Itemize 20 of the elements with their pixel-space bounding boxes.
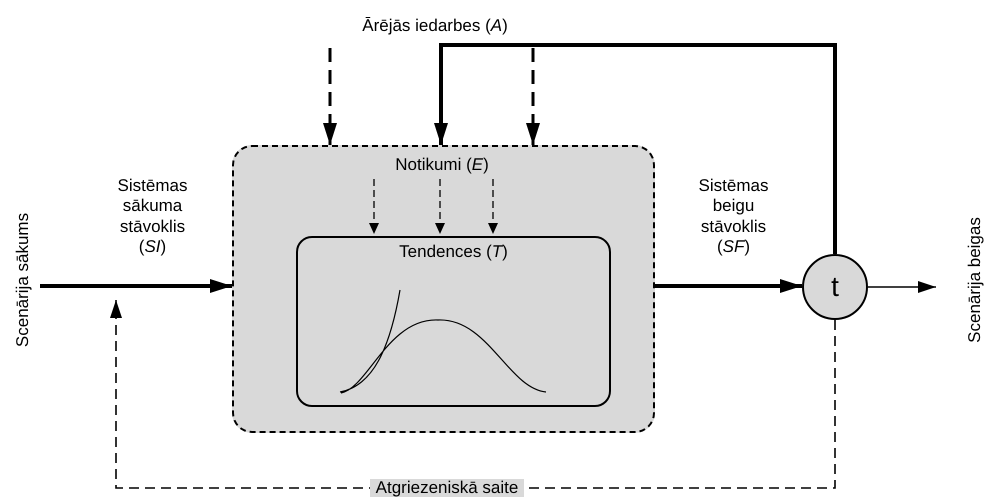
node-label: Ārējās iedarbes (A): [361, 16, 509, 36]
arrow: [655, 279, 802, 293]
time-label: t: [831, 271, 839, 303]
node-label: Notikumi (E): [394, 155, 490, 175]
arrow: [868, 281, 936, 293]
arrow: [323, 48, 337, 145]
system-box: [232, 145, 655, 433]
edge-label: Atgriezeniskā saite: [370, 479, 524, 497]
arrow: [435, 179, 445, 234]
edge-label: Sistēmas sākuma stāvoklis (SI): [116, 176, 188, 258]
node-label: Scenārija beigas: [965, 217, 985, 343]
edge-label: Sistēmas beigu stāvoklis (SF): [698, 176, 770, 258]
arrow: [369, 179, 379, 234]
arrow: [40, 279, 232, 293]
arrow: [488, 179, 498, 234]
arrow: [434, 43, 837, 254]
node-label: Scenārija sākums: [13, 212, 33, 348]
trend-box: [296, 236, 611, 407]
arrow: [526, 48, 540, 145]
box-title: Tendences (T): [398, 242, 509, 262]
